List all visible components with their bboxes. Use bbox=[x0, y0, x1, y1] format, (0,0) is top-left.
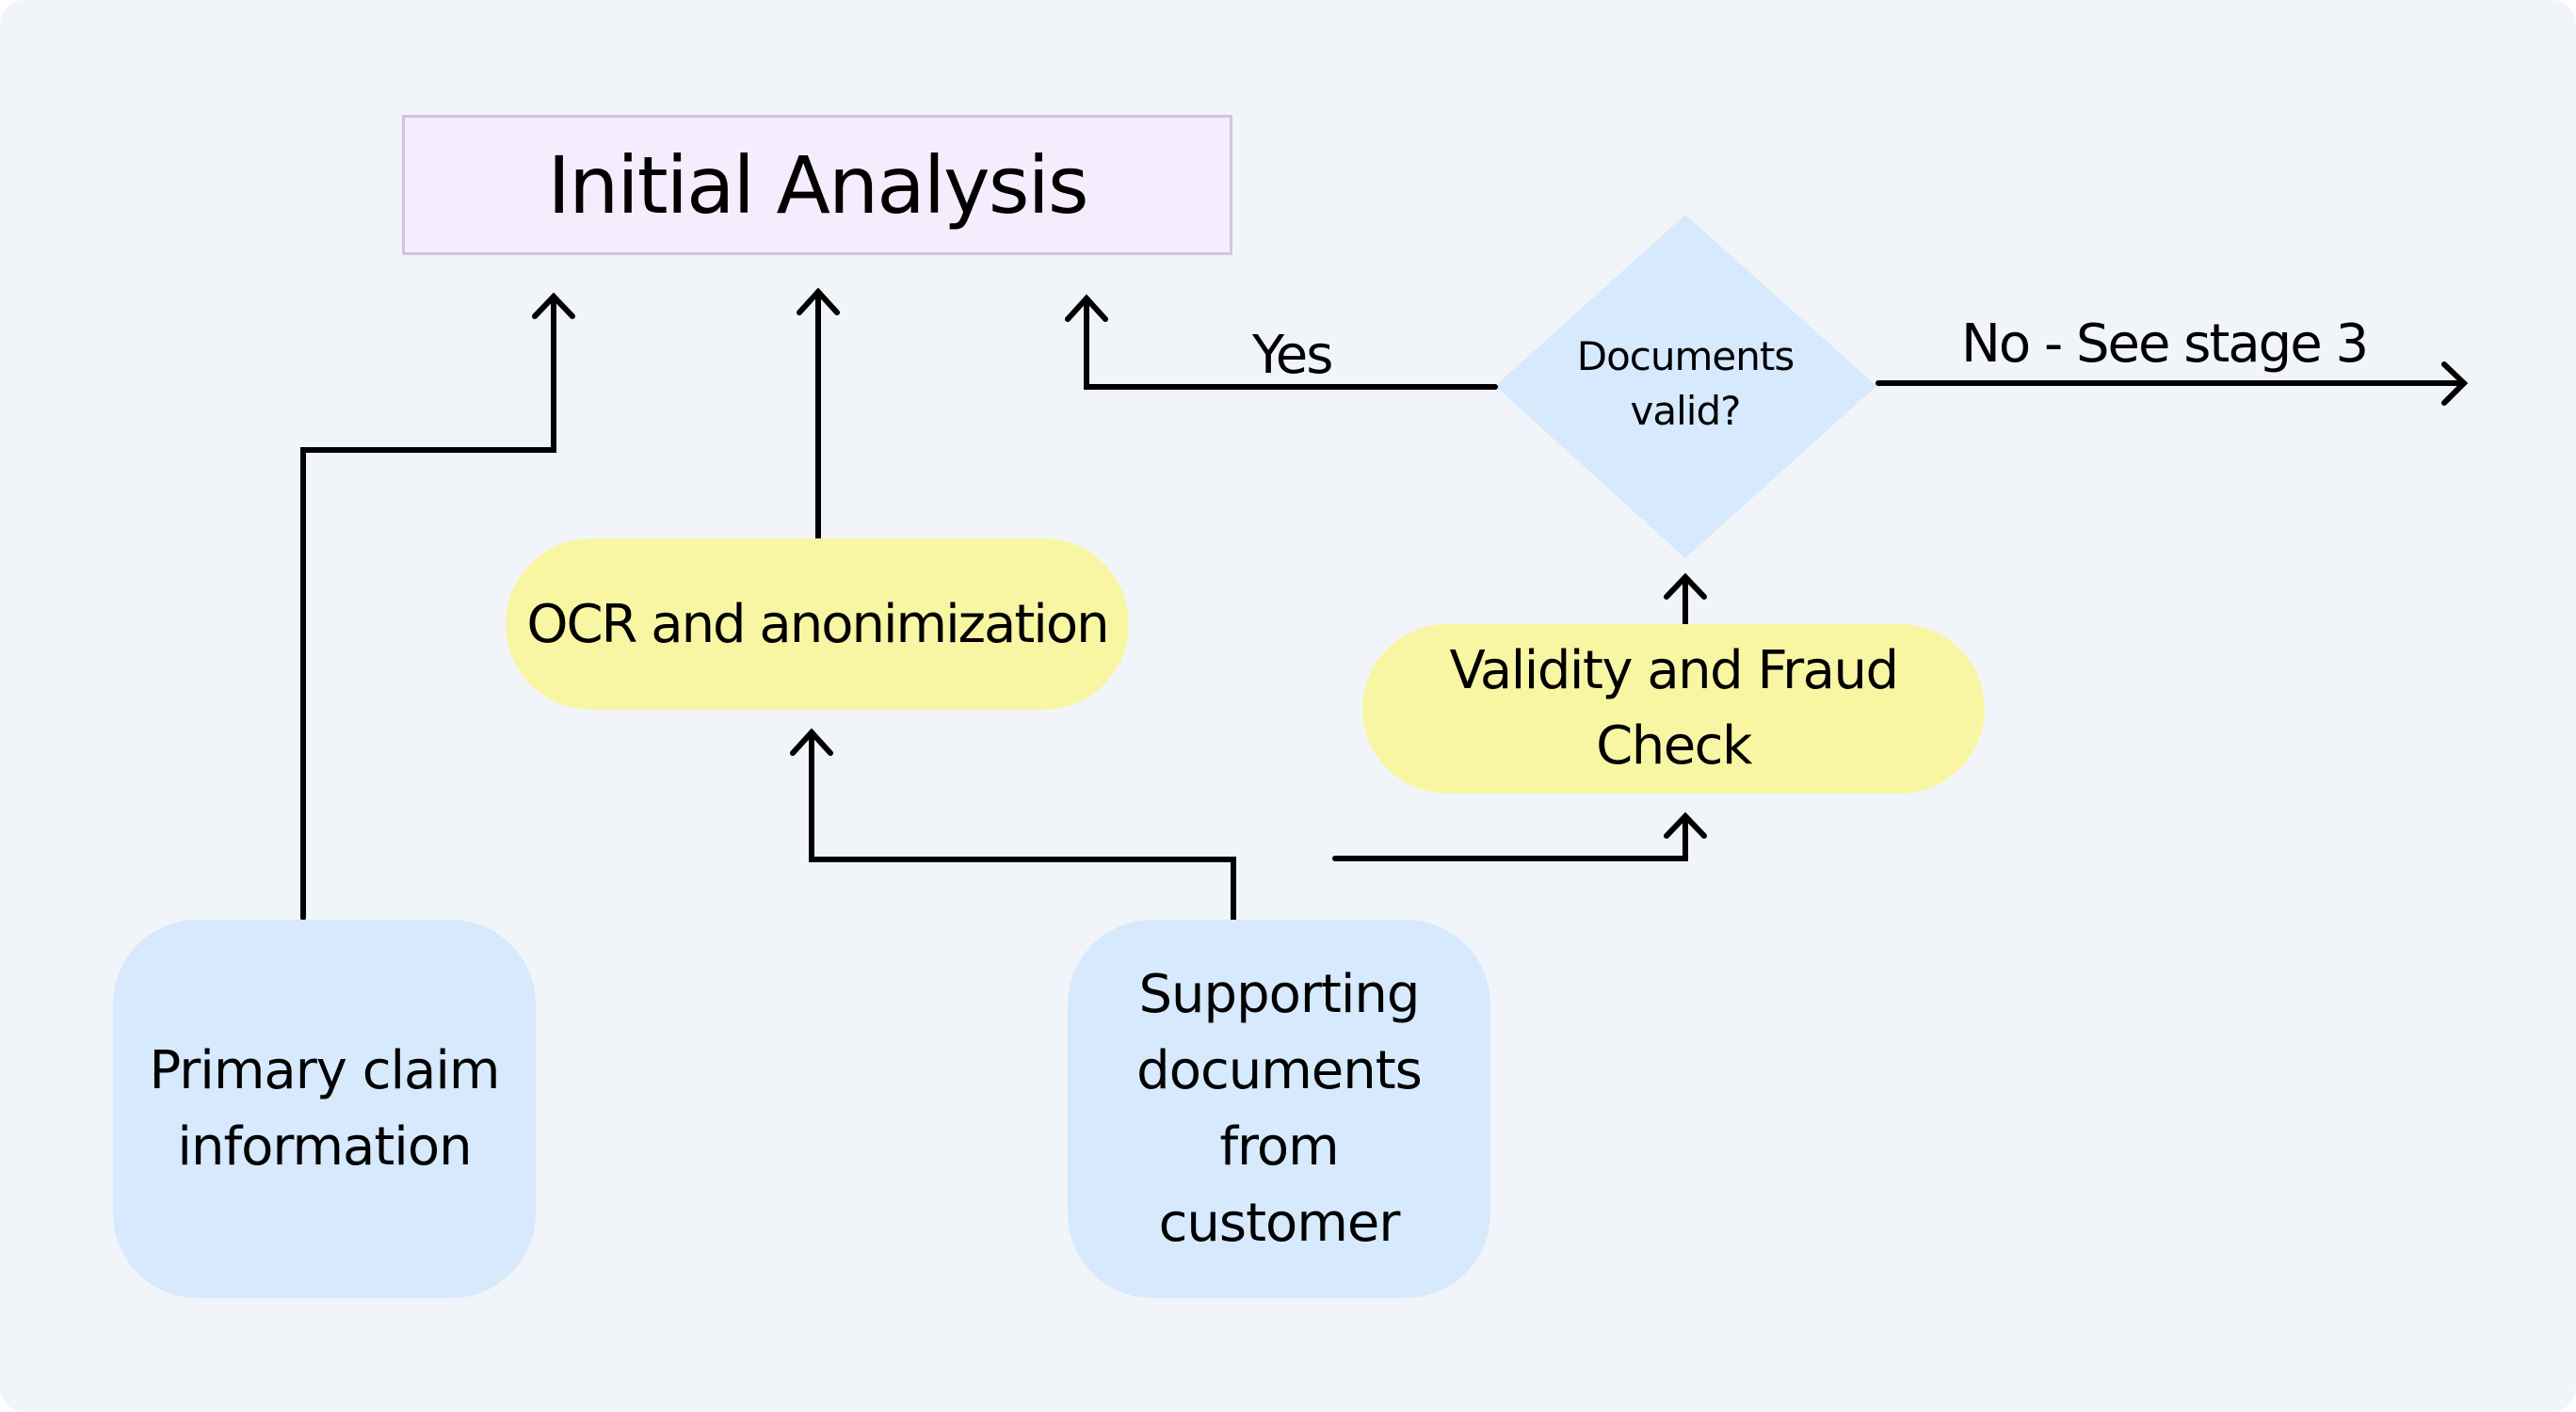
decision-diamond[interactable] bbox=[1495, 215, 1876, 558]
node-initial-analysis-label: Initial Analysis bbox=[547, 138, 1088, 232]
node-initial-analysis[interactable]: Initial Analysis bbox=[402, 115, 1232, 255]
arrowhead-icon bbox=[797, 287, 840, 315]
arrowhead-icon bbox=[2441, 361, 2469, 406]
node-validity-label: Validity and Fraud Check bbox=[1449, 640, 1899, 777]
arrowhead-icon bbox=[532, 292, 575, 319]
node-supporting-documents[interactable]: Supporting documents from customer bbox=[1068, 920, 1490, 1298]
node-ocr-label: OCR and anonimization bbox=[526, 593, 1109, 655]
node-supporting-documents-label: Supporting documents from customer bbox=[1136, 964, 1423, 1254]
arrowhead-icon bbox=[1664, 811, 1707, 839]
edge-label-yes: Yes bbox=[1252, 325, 1333, 386]
edge-decision-yes bbox=[1084, 296, 1498, 390]
node-validity-fraud-check[interactable]: Validity and Fraud Check bbox=[1362, 624, 1985, 794]
arrowhead-icon bbox=[1065, 294, 1108, 322]
arrowhead-icon bbox=[790, 728, 833, 756]
decision-label: Documents valid? bbox=[1576, 333, 1795, 434]
node-primary-claim[interactable]: Primary claim information bbox=[113, 920, 536, 1298]
edge-label-no: No - See stage 3 bbox=[1961, 313, 2369, 375]
arrowhead-icon bbox=[1664, 572, 1707, 600]
node-primary-claim-label: Primary claim information bbox=[149, 1040, 501, 1178]
edge-supporting-to-ocr bbox=[809, 730, 1236, 923]
edge-primary-to-initial bbox=[300, 294, 556, 921]
node-ocr-anonimization[interactable]: OCR and anonimization bbox=[506, 538, 1129, 710]
edge-supporting-to-validity bbox=[1332, 813, 1688, 861]
